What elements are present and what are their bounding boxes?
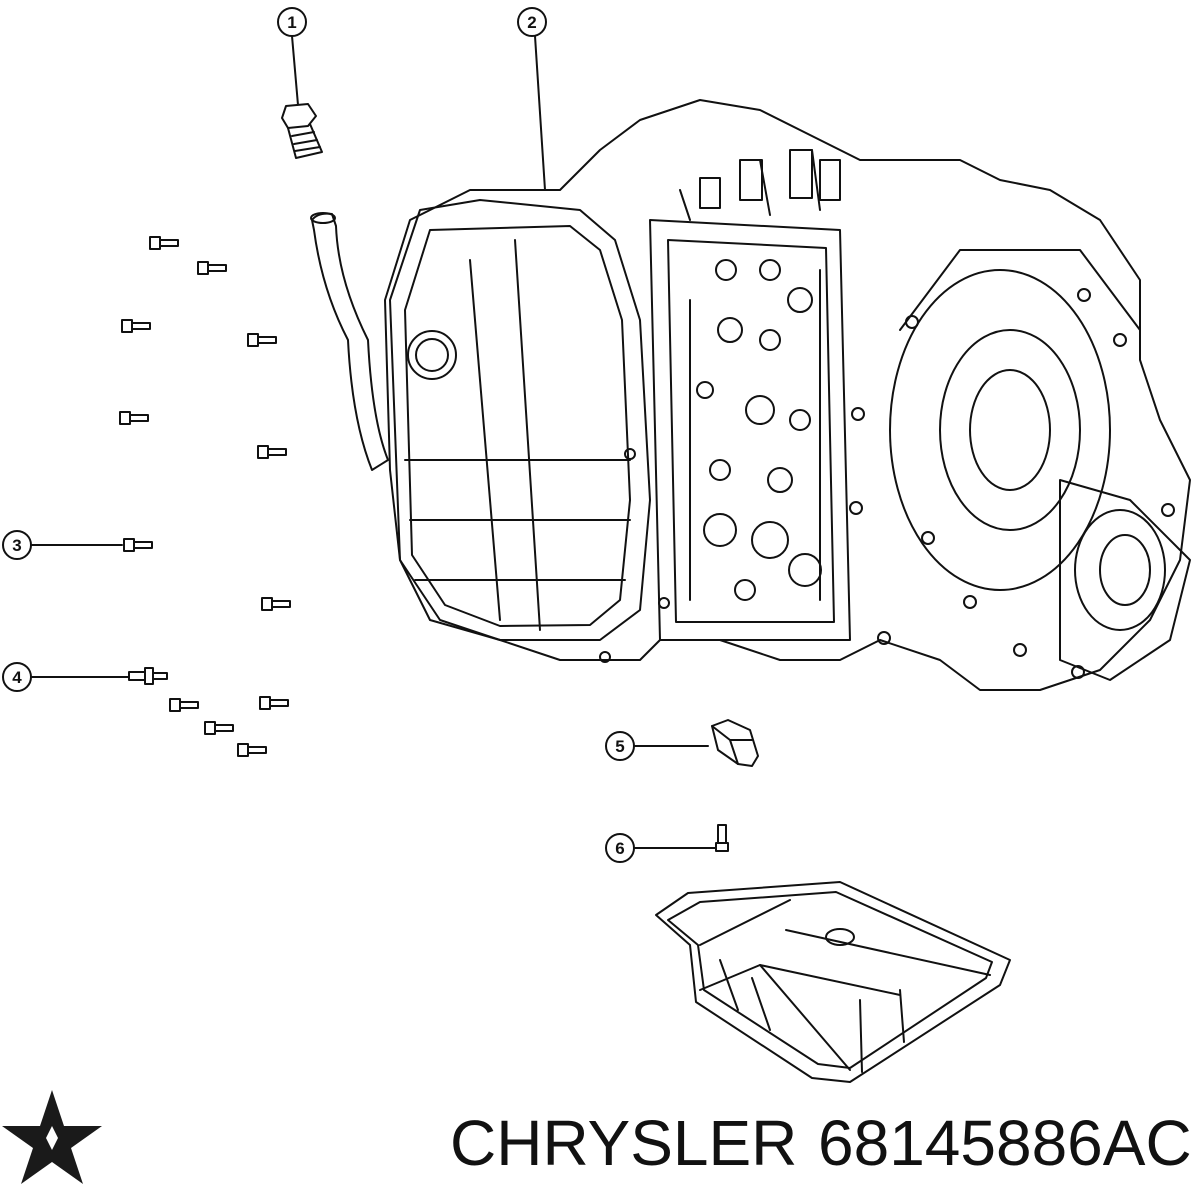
callout-4: 4: [2, 662, 129, 692]
svg-text:2: 2: [527, 13, 536, 32]
svg-text:5: 5: [615, 737, 624, 756]
bolt: [128, 667, 168, 685]
bolt: [261, 597, 291, 611]
callout-3: 3: [2, 530, 123, 560]
fill-tube: [310, 212, 389, 471]
dipstick-plug: [281, 103, 323, 159]
part-number: 68145886AC: [818, 1107, 1192, 1179]
bolt: [149, 236, 179, 250]
transmission-assembly: [384, 99, 1191, 691]
bolt: [119, 411, 149, 425]
bolt: [121, 319, 151, 333]
brand-name: CHRYSLER: [450, 1107, 798, 1179]
chrysler-logo: [2, 1090, 102, 1184]
callout-1: 1: [277, 7, 307, 106]
svg-text:4: 4: [12, 668, 22, 687]
bolt: [247, 333, 277, 347]
bolt: [237, 743, 267, 757]
callout-6: 6: [605, 833, 717, 863]
sensor: [711, 719, 759, 767]
svg-text:1: 1: [287, 13, 296, 32]
drain-bolt: [715, 824, 729, 852]
bolt: [123, 538, 153, 552]
callout-2: 2: [517, 7, 547, 191]
svg-text:6: 6: [615, 839, 624, 858]
bolt: [169, 698, 199, 712]
svg-text:3: 3: [12, 536, 21, 555]
bolt: [197, 261, 227, 275]
bolt: [204, 721, 234, 735]
pan-bolts: [119, 236, 291, 757]
oil-pan: [655, 881, 1011, 1083]
bolt: [259, 696, 289, 710]
callout-5: 5: [605, 731, 709, 761]
bolt: [257, 445, 287, 459]
